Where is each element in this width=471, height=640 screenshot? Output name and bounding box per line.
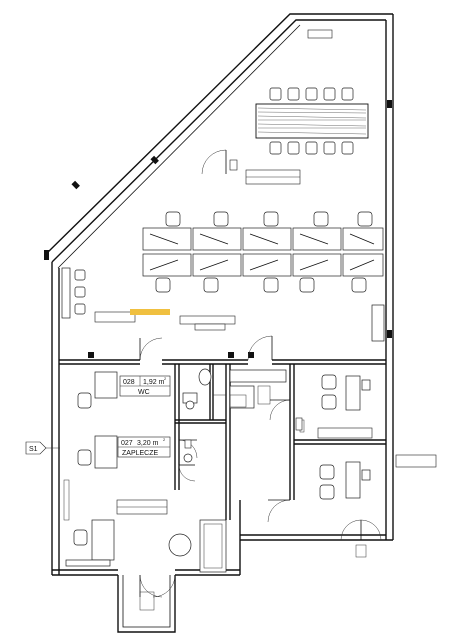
wc-fixtures — [182, 368, 226, 463]
wc-room-number: 028 — [123, 379, 135, 386]
room-label-zaplecze: 027 3,20 m 2 ZAPLECZE — [117, 436, 171, 458]
wc-room-name: WC — [138, 389, 150, 396]
zaplecze-room-name: ZAPLECZE — [122, 450, 159, 457]
zaplecze-area-unit-sup: 2 — [163, 437, 166, 442]
exterior-walls — [44, 13, 394, 633]
highlight-marker — [130, 309, 170, 315]
section-marker-label: S1 — [29, 446, 38, 453]
workstations — [61, 211, 385, 342]
section-marker: S1 — [25, 441, 60, 455]
office-rooms — [63, 371, 227, 573]
wc-area-unit-sup: 2 — [164, 376, 167, 381]
doors — [139, 149, 382, 611]
zaplecze-room-number: 027 — [121, 440, 133, 447]
wc-room-area: 1,92 m — [143, 379, 165, 386]
room-label-wc: 028 1,92 m 2 WC — [119, 375, 171, 397]
conference-room — [245, 29, 369, 185]
door-tags — [184, 159, 303, 449]
zaplecze-room-area: 3,20 m — [137, 440, 159, 447]
meeting-rooms — [229, 374, 437, 500]
interior-walls — [59, 352, 386, 520]
